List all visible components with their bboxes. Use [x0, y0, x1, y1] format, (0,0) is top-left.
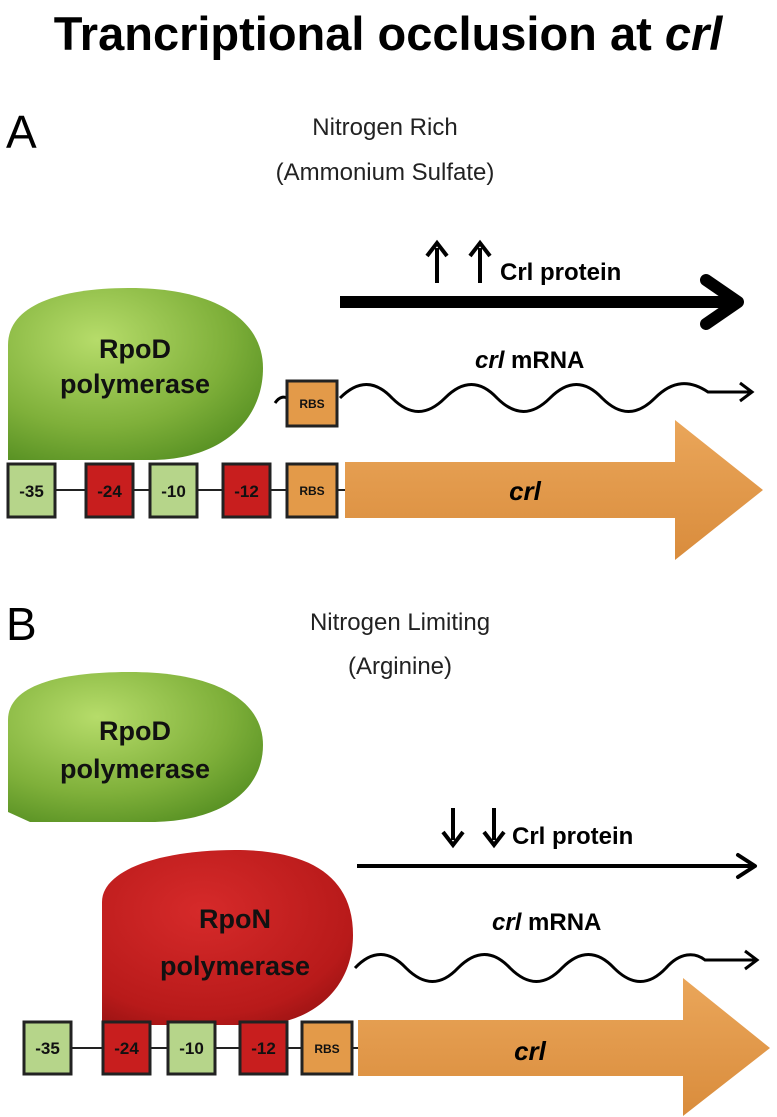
rpod-label-polymerase: polymerase: [60, 369, 210, 399]
title-prefix: Trancriptional occlusion at: [54, 7, 665, 60]
rpod-label: RpoD: [99, 334, 171, 364]
svg-text:RBS: RBS: [299, 484, 324, 498]
svg-text:crl: crl: [514, 1036, 547, 1066]
promoter-box-minus35-b: -35: [22, 1020, 73, 1076]
promoter-box-minus12: -12: [221, 462, 272, 519]
svg-text:-12: -12: [234, 482, 259, 501]
rpod-free-label-polymerase: polymerase: [60, 754, 210, 784]
panel-b-letter: B: [6, 598, 37, 650]
rpod-polymerase-free: RpoD polymerase: [8, 672, 263, 822]
protein-arrow-b: [357, 853, 757, 879]
panel-a-mrna-label: crl mRNA: [475, 347, 584, 374]
promoter-box-minus24-b: -24: [101, 1020, 152, 1076]
promoter-box-minus35: -35: [6, 462, 57, 519]
rbs-on-mrna: RBS: [285, 379, 339, 428]
panel-a-protein-label: Crl protein: [500, 259, 621, 286]
svg-text:-10: -10: [179, 1039, 204, 1058]
panel-b-condition-medium: (Arginine): [348, 653, 452, 680]
promoter-box-rbs-b: RBS: [300, 1020, 354, 1076]
mrna-wave-b: [353, 953, 757, 983]
title-gene: crl: [665, 7, 723, 60]
protein-arrow-a: [340, 274, 744, 330]
rpon-polymerase-bound: RpoN polymerase: [102, 850, 353, 1025]
svg-text:-10: -10: [161, 482, 186, 501]
panel-b-mrna-label: crl mRNA: [492, 909, 601, 936]
panel-a-condition: Nitrogen Rich: [312, 114, 457, 141]
svg-text:RBS: RBS: [299, 397, 324, 411]
arrow-up-icon: [425, 239, 492, 283]
arrow-down-icon: [441, 808, 506, 849]
rpod-free-label: RpoD: [99, 716, 171, 746]
promoter-box-minus24: -24: [84, 462, 135, 519]
crl-gene-arrow-a: crl: [345, 420, 763, 560]
panel-b-protein-label: Crl protein: [512, 823, 633, 850]
rpon-label-polymerase: polymerase: [160, 951, 310, 981]
promoter-box-minus12-b: -12: [238, 1020, 289, 1076]
mrna-arrowhead-a: [739, 381, 755, 403]
promoter-box-rbs: RBS: [285, 462, 339, 519]
promoter-box-minus10-b: -10: [166, 1020, 217, 1076]
svg-text:-24: -24: [114, 1039, 139, 1058]
mrna-wave-a: [273, 382, 752, 413]
svg-text:-35: -35: [35, 1039, 60, 1058]
svg-text:-35: -35: [19, 482, 44, 501]
rpon-label: RpoN: [199, 904, 271, 934]
rpod-polymerase-bound: RpoD polymerase: [8, 288, 263, 460]
mrna-arrowhead-b: [744, 949, 760, 971]
panel-a-letter: A: [6, 106, 37, 158]
svg-text:-12: -12: [251, 1039, 276, 1058]
svg-text:-24: -24: [97, 482, 122, 501]
panel-b-condition: Nitrogen Limiting: [310, 609, 490, 636]
panel-b: B Nitrogen Limiting (Arginine) RpoD poly…: [6, 598, 770, 1116]
svg-text:RBS: RBS: [314, 1042, 339, 1056]
crl-gene-arrow-b: crl: [358, 978, 770, 1116]
promoter-box-minus10: -10: [148, 462, 199, 519]
svg-text:crl: crl: [509, 476, 542, 506]
page-title: Trancriptional occlusion at crl: [54, 7, 724, 60]
panel-a: A Nitrogen Rich (Ammonium Sulfate) RpoD …: [6, 106, 763, 560]
panel-a-condition-medium: (Ammonium Sulfate): [276, 159, 495, 186]
